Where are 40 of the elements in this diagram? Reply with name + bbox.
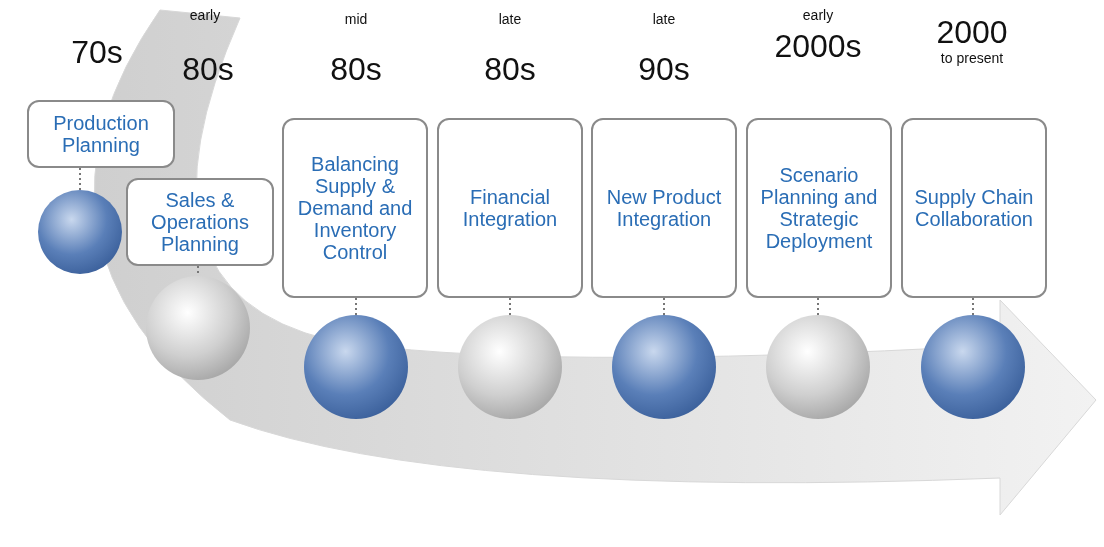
leader-line	[509, 297, 511, 316]
leader-line	[817, 297, 819, 316]
milestone-box	[437, 118, 583, 298]
sphere	[38, 190, 122, 274]
era-qualifier: mid	[344, 12, 368, 26]
sphere	[612, 315, 716, 419]
milestone-text: Scenario Planning and Strategic Deployment	[759, 164, 879, 252]
milestone-box	[126, 178, 274, 266]
leader-line	[79, 167, 81, 191]
milestone-text: Sales & Operations Planning	[150, 189, 250, 255]
sphere	[304, 315, 408, 419]
era-qualifier: early	[802, 8, 834, 22]
era-label: 80s	[330, 53, 382, 85]
sphere	[766, 315, 870, 419]
leader-line	[663, 297, 665, 316]
sphere	[458, 315, 562, 419]
milestone-box	[746, 118, 892, 298]
era-label: 2000	[936, 16, 1008, 48]
era-label: 70s	[71, 36, 123, 68]
era-qualifier: early	[189, 8, 221, 22]
era-label: 2000s	[774, 30, 862, 62]
milestone-text: Balancing Supply & Demand and Inventory Control	[296, 153, 414, 263]
milestone-box	[591, 118, 737, 298]
era-label: 90s	[638, 53, 690, 85]
leader-line	[355, 297, 357, 316]
era-qualifier: late	[498, 12, 522, 26]
milestone-box	[282, 118, 428, 298]
milestone-text: Supply Chain Collaboration	[913, 186, 1035, 230]
milestone-text: New Product Integration	[605, 186, 723, 230]
milestone-text: Financial Integration	[461, 186, 559, 230]
milestone-text: Production Planning	[52, 112, 150, 156]
sphere	[921, 315, 1025, 419]
milestone-box	[901, 118, 1047, 298]
milestone-box	[27, 100, 175, 168]
era-label: 80s	[484, 53, 536, 85]
era-label: 80s	[182, 53, 234, 85]
sphere	[146, 276, 250, 380]
era-qualifier: late	[652, 12, 676, 26]
leader-line	[972, 297, 974, 316]
era-qualifier: to present	[940, 51, 1004, 65]
